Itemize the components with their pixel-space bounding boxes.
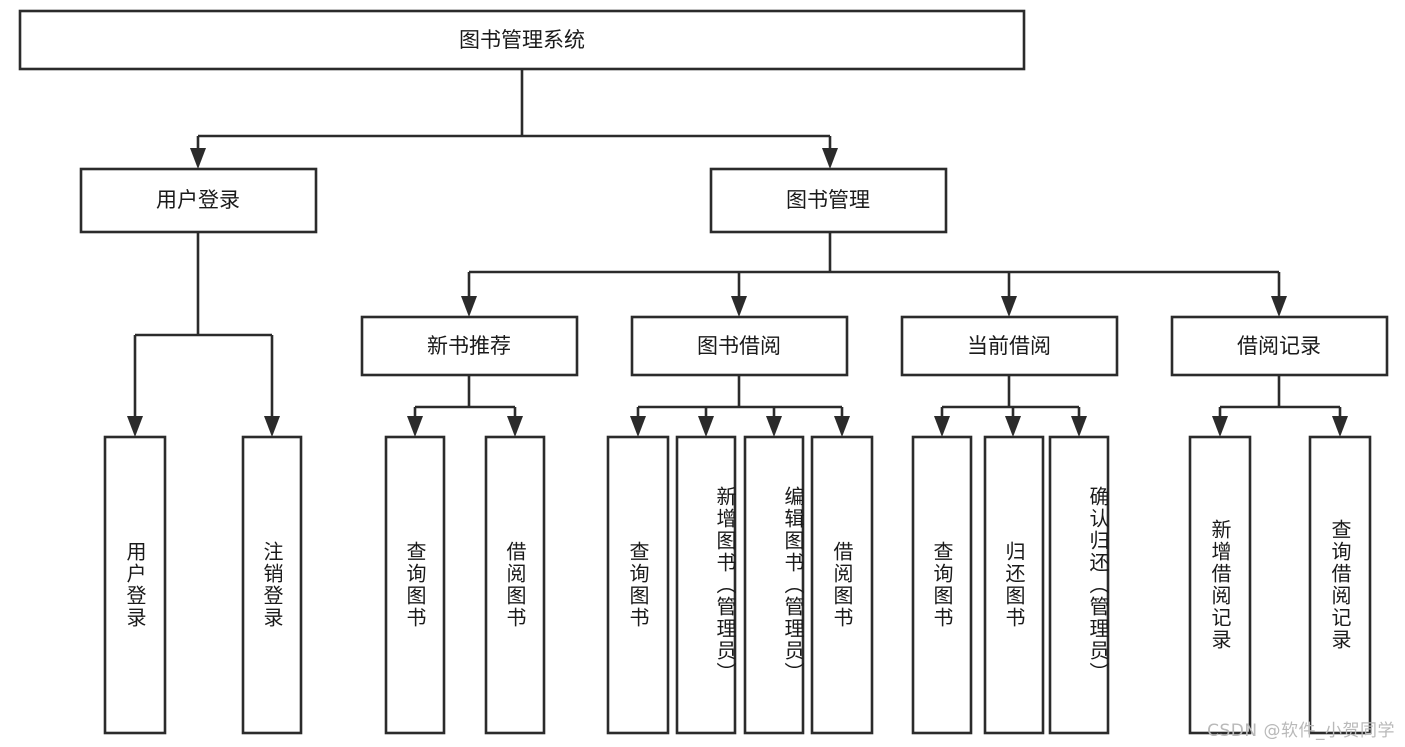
arrow-head-borrow-record	[1271, 296, 1287, 317]
node-book-borrow-box[interactable]	[630, 315, 849, 377]
node-current-borrow-label: 当前借阅	[967, 334, 1051, 358]
node-book-management-label: 图书管理	[786, 188, 870, 212]
node-new-book-recommend-label: 新书推荐	[427, 334, 511, 358]
leaf-box-confirm-return-admin[interactable]	[1048, 435, 1110, 735]
arrow-head-leaf-logout	[264, 416, 280, 437]
leaf-box-return-book[interactable]	[983, 435, 1045, 735]
node-book-management-box[interactable]	[709, 167, 948, 234]
leaf-box-user-login[interactable]	[103, 435, 167, 735]
leaf-box-query-book-nbr[interactable]	[384, 435, 446, 735]
leaf-box-add-book-admin[interactable]	[675, 435, 737, 735]
arrow-head-cb-leaf-2	[1005, 416, 1021, 437]
leaf-box-query-book-bb[interactable]	[606, 435, 670, 735]
node-borrow-record-label: 借阅记录	[1237, 334, 1321, 358]
connector-group	[127, 69, 1348, 437]
leaf-box-borrow-book-nbr[interactable]	[484, 435, 546, 735]
node-current-borrow-box[interactable]	[900, 315, 1119, 377]
node-user-login-label: 用户登录	[156, 188, 240, 212]
arrow-head-bb-leaf-4	[834, 416, 850, 437]
arrow-head-leaf-user-login	[127, 416, 143, 437]
arrow-head-nbr-leaf-1	[407, 416, 423, 437]
arrow-head-bb-leaf-2	[698, 416, 714, 437]
arrow-head-current-borrow	[1001, 296, 1017, 317]
node-new-book-recommend-box[interactable]	[360, 315, 579, 377]
arrow-head-bb-leaf-1	[630, 416, 646, 437]
leaf-box-query-book-cb[interactable]	[911, 435, 973, 735]
leaf-box-add-borrow-record[interactable]	[1188, 435, 1252, 735]
arrow-head-nbr-leaf-2	[507, 416, 523, 437]
leaf-box-borrow-book-bb[interactable]	[810, 435, 874, 735]
node-borrow-record-box[interactable]	[1170, 315, 1389, 377]
arrow-head-cb-leaf-3	[1071, 416, 1087, 437]
node-user-login-box[interactable]	[79, 167, 318, 234]
watermark-text: CSDN @软件_小贺同学	[1207, 721, 1395, 741]
node-root-box[interactable]	[18, 9, 1026, 71]
node-root-label: 图书管理系统	[459, 28, 585, 52]
arrow-head-new-book-rec	[461, 296, 477, 317]
leaf-box-query-borrow-record[interactable]	[1308, 435, 1372, 735]
arrow-head-book-mgmt	[822, 148, 838, 169]
arrow-head-br-leaf-1	[1212, 416, 1228, 437]
arrow-head-user-login	[190, 148, 206, 169]
node-group: 图书管理系统 用户登录 图书管理 新书推荐 图书借阅 当前借阅 借阅记录	[18, 9, 1389, 735]
leaf-box-edit-book-admin[interactable]	[743, 435, 805, 735]
node-book-borrow-label: 图书借阅	[697, 334, 781, 358]
arrow-head-cb-leaf-1	[934, 416, 950, 437]
arrow-head-bb-leaf-3	[766, 416, 782, 437]
arrow-head-br-leaf-2	[1332, 416, 1348, 437]
leaf-box-logout[interactable]	[241, 435, 303, 735]
arrow-head-book-borrow	[731, 296, 747, 317]
